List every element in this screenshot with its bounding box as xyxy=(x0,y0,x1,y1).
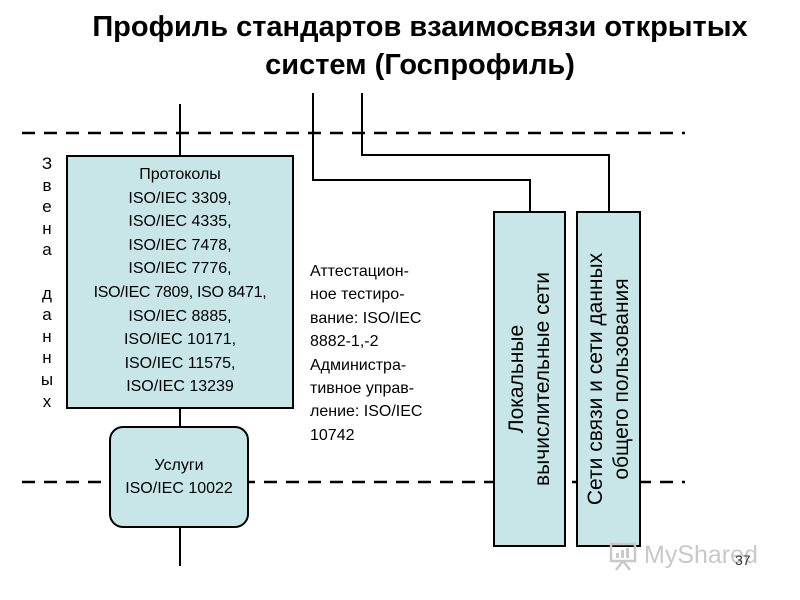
protocol-standard: ISO/IEC 4335, xyxy=(128,213,232,231)
attestation-line: Администра- xyxy=(310,356,407,374)
data-links-vertical-label: З в е н а д а н н ы х xyxy=(33,153,61,412)
protocols-box: Протоколы ISO/IEC 3309, ISO/IEC 4335, IS… xyxy=(66,155,294,409)
protocol-standard: ISO/IEC 7478, xyxy=(128,236,232,254)
label-letter: а xyxy=(42,305,52,325)
label-letter: н xyxy=(42,348,52,368)
label-letter: ы xyxy=(40,369,54,389)
label-letter: н xyxy=(42,326,52,346)
attestation-line: вание: ISO/IEC xyxy=(310,309,422,327)
protocol-standard: ISO/IEC 3309, xyxy=(128,189,232,207)
attestation-line: Аттестацион- xyxy=(310,263,409,280)
label-letter: х xyxy=(42,391,52,411)
protocol-standard: ISO/IEC 10171, xyxy=(123,331,237,349)
attestation-line: 10742 xyxy=(310,426,355,444)
local-networks-label: Локальные вычислительные сети xyxy=(504,272,556,486)
watermark: MyShared xyxy=(608,538,778,574)
attestation-line: ное тестиро- xyxy=(310,286,405,304)
protocol-standard: ISO/IEC 11575, xyxy=(124,354,236,372)
title-line-2: систем (Госпрофиль) xyxy=(265,49,575,81)
protocol-standard: ISO/IEC 8885, xyxy=(128,307,232,325)
public-networks-line-2: общего пользования xyxy=(609,278,633,480)
protocol-standard: ISO/IEC 7809, ISO 8471, xyxy=(93,283,267,301)
label-letter: е xyxy=(42,197,52,217)
protocol-standard: ISO/IEC 13239 xyxy=(126,378,234,396)
public-networks-label: Сети связи и сети данных общего пользова… xyxy=(583,253,635,505)
local-networks-line-1: Локальные xyxy=(504,324,528,434)
local-networks-box: Локальные вычислительные сети xyxy=(493,211,566,547)
attestation-text: Аттестацион- ное тестиро- вание: ISO/IEC… xyxy=(310,260,480,447)
public-networks-line-1: Сети связи и сети данных xyxy=(583,252,607,506)
public-networks-box: Сети связи и сети данных общего пользова… xyxy=(576,211,641,547)
protocols-heading: Протоколы xyxy=(139,166,221,183)
page-number: 37 xyxy=(735,552,751,568)
attestation-line: тивное управ- xyxy=(310,380,415,398)
label-letter-space xyxy=(33,261,61,283)
label-letter: З xyxy=(41,154,53,173)
title-line-1: Профиль стандартов взаимосвязи открытых xyxy=(92,11,748,43)
services-standard: ISO/IEC 10022 xyxy=(125,480,233,497)
attestation-line: 8882-1,-2 xyxy=(310,333,379,351)
services-heading: Услуги xyxy=(154,457,204,474)
attestation-line: ление: ISO/IEC xyxy=(310,403,423,421)
label-letter: в xyxy=(42,175,52,195)
lan-connector xyxy=(312,93,531,211)
presentation-board-icon xyxy=(609,542,637,571)
public-networks-connector xyxy=(361,93,610,211)
label-letter: н xyxy=(42,218,52,238)
watermark-text: MyShared xyxy=(644,541,758,569)
services-box: Услуги ISO/IEC 10022 xyxy=(109,426,249,528)
label-letter: д xyxy=(42,283,52,303)
label-letter: а xyxy=(42,240,52,260)
local-networks-line-2: вычислительные сети xyxy=(530,272,554,486)
protocol-standard: ISO/IEC 7776, xyxy=(128,260,232,278)
